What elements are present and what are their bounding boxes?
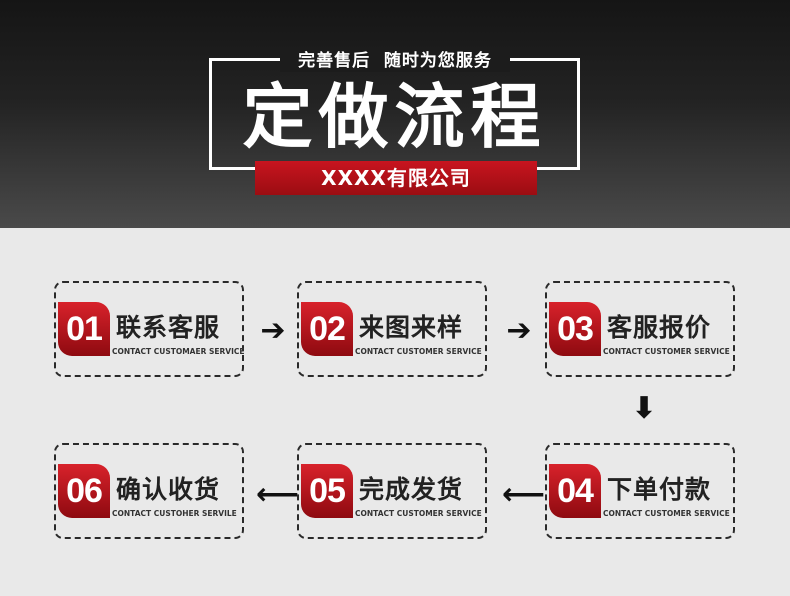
company-name-band: XXXX有限公司 — [255, 161, 537, 195]
step-subtitle: CONTACT CUSTOMER SERVICE — [355, 509, 482, 518]
step-number-badge: 01 — [58, 302, 110, 356]
step-number-badge: 04 — [549, 464, 601, 518]
step-title: 下单付款 — [607, 475, 712, 504]
step-subtitle: CONTACT CUSTOMAER SERVICE — [112, 347, 245, 356]
step-number-badge: 06 — [58, 464, 110, 518]
step-subtitle: CONTACT CUSTOMER SERVICE — [603, 509, 730, 518]
step-05-card: 05 完成发货 CONTACT CUSTOMER SERVICE — [297, 443, 487, 539]
step-number-badge: 03 — [549, 302, 601, 356]
step-title: 联系客服 — [116, 313, 221, 342]
step-02-card: 02 来图来样 CONTACT CUSTOMER SERVICE — [297, 281, 487, 377]
step-03-card: 03 客服报价 CONTACT CUSTOMER SERVICE — [545, 281, 735, 377]
step-title: 确认收货 — [116, 475, 221, 504]
page-title: 定做流程 — [242, 76, 547, 158]
arrow-left-icon: ⟵ — [502, 477, 546, 512]
step-title: 完成发货 — [359, 475, 464, 504]
step-number-badge: 05 — [301, 464, 353, 518]
arrow-down-icon: ⬇ — [631, 391, 657, 426]
arrow-right-icon: ➔ — [506, 313, 532, 348]
step-01-card: 01 联系客服 CONTACT CUSTOMAER SERVICE — [54, 281, 245, 377]
arrow-left-icon: ⟵ — [256, 477, 300, 512]
header-subtitle: 完善售后 随时为您服务 — [280, 50, 510, 72]
step-title: 客服报价 — [607, 313, 712, 342]
arrow-right-icon: ➔ — [260, 313, 286, 348]
step-subtitle: CONTACT CUSTOHER SERVILE — [112, 509, 237, 518]
step-number-badge: 02 — [301, 302, 353, 356]
step-04-card: 04 下单付款 CONTACT CUSTOMER SERVICE — [545, 443, 735, 539]
header-banner: 完善售后 随时为您服务 定做流程 XXXX有限公司 — [0, 0, 790, 228]
step-06-card: 06 确认收货 CONTACT CUSTOHER SERVILE — [54, 443, 244, 539]
step-subtitle: CONTACT CUSTOMER SERVICE — [603, 347, 730, 356]
step-title: 来图来样 — [359, 313, 464, 342]
step-subtitle: CONTACT CUSTOMER SERVICE — [355, 347, 482, 356]
